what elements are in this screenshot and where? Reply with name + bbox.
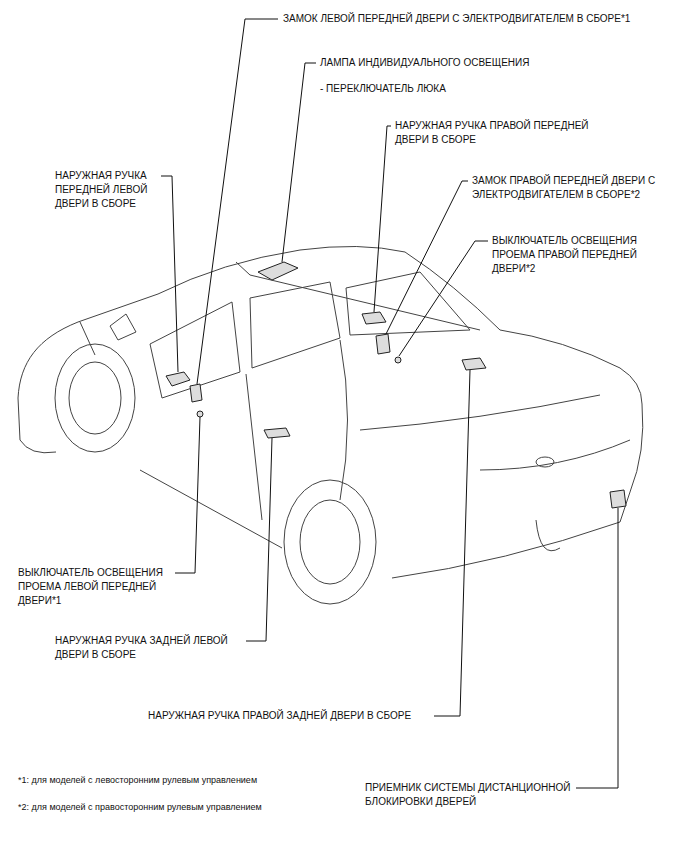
- front-wheel: [55, 344, 135, 452]
- handle-part: [166, 372, 190, 386]
- leader-line: [434, 370, 470, 716]
- leader-lines: [161, 19, 618, 788]
- part-label: НАРУЖНАЯ РУЧКА ПРАВОЙ ПЕРЕДНЕЙ ДВЕРИ В С…: [395, 119, 610, 147]
- part-label: НАРУЖНАЯ РУЧКА ЗАДНЕЙ ЛЕВОЙ ДВЕРИ В СБОР…: [55, 634, 260, 662]
- leader-line: [161, 176, 178, 372]
- leader-line: [399, 241, 488, 356]
- part-label: НАРУЖНАЯ РУЧКА ПЕРЕДНЕЙ ЛЕВОЙ ДВЕРИ В СБ…: [55, 169, 167, 211]
- leader-line: [386, 181, 468, 334]
- rear-door-gap: [340, 340, 348, 500]
- part-label: ПРИЕМНИК СИСТЕМЫ ДИСТАНЦИОННОЙ БЛОКИРОВК…: [365, 781, 590, 809]
- leader-line: [374, 126, 391, 312]
- rear-side-window: [250, 282, 340, 368]
- part-label: ЛАМПА ИНДИВИДУАЛЬНОГО ОСВЕЩЕНИЯ: [320, 56, 529, 70]
- rear-wheel: [284, 480, 376, 604]
- leader-line: [576, 508, 618, 788]
- rear-panel: [480, 440, 630, 470]
- rear-window: [346, 272, 470, 335]
- front-wheel-rim: [69, 362, 121, 434]
- door-gap: [246, 374, 262, 520]
- part-label: ЗАМОК ПРАВОЙ ПЕРЕДНЕЙ ДВЕРИ С ЭЛЕКТРОДВИ…: [472, 174, 662, 202]
- trunk-crease: [360, 395, 600, 430]
- footnote: *1: для моделей с левосторонним рулевым …: [18, 773, 257, 787]
- receiver-part: [610, 490, 626, 508]
- handle-part: [462, 358, 486, 370]
- part-label: - ПЕРЕКЛЮЧАТЕЛЬ ЛЮКА: [320, 82, 446, 96]
- car-body: [18, 246, 643, 604]
- roof-edge: [236, 262, 480, 330]
- part-label: ВЫКЛЮЧАТЕЛЬ ОСВЕЩЕНИЯ ПРОЕМА ЛЕВОЙ ПЕРЕД…: [18, 566, 178, 608]
- mirror-base: [80, 322, 95, 355]
- front-side-window: [150, 302, 240, 398]
- lamp-part: [258, 262, 298, 280]
- leader-line: [175, 417, 200, 573]
- right-rear-wheel: [536, 520, 560, 551]
- switch-part: [197, 411, 203, 417]
- trunk-line: [500, 330, 643, 522]
- leader-line: [197, 19, 278, 384]
- front-bumper: [18, 398, 56, 453]
- handle-part: [362, 312, 386, 324]
- leader-line: [282, 63, 316, 262]
- rear-bumper: [392, 522, 620, 578]
- lock-part: [190, 384, 202, 402]
- handle-part: [264, 428, 290, 438]
- emblem: [536, 457, 554, 467]
- part-label: НАРУЖНАЯ РУЧКА ПРАВОЙ ЗАДНЕЙ ДВЕРИ В СБО…: [148, 709, 411, 723]
- hood-line: [18, 294, 158, 398]
- parts: [166, 262, 626, 508]
- mirror: [110, 314, 136, 340]
- leader-line: [246, 438, 272, 641]
- lock-part: [376, 334, 390, 354]
- part-label: ЗАМОК ЛЕВОЙ ПЕРЕДНЕЙ ДВЕРИ С ЭЛЕКТРОДВИГ…: [283, 12, 630, 26]
- switch-part: [395, 357, 401, 363]
- footnote: *2: для моделей с правосторонним рулевым…: [18, 800, 262, 814]
- part-label: ВЫКЛЮЧАТЕЛЬ ОСВЕЩЕНИЯ ПРОЕМА ПРАВОЙ ПЕРЕ…: [492, 234, 660, 276]
- rear-wheel-rim: [300, 500, 360, 584]
